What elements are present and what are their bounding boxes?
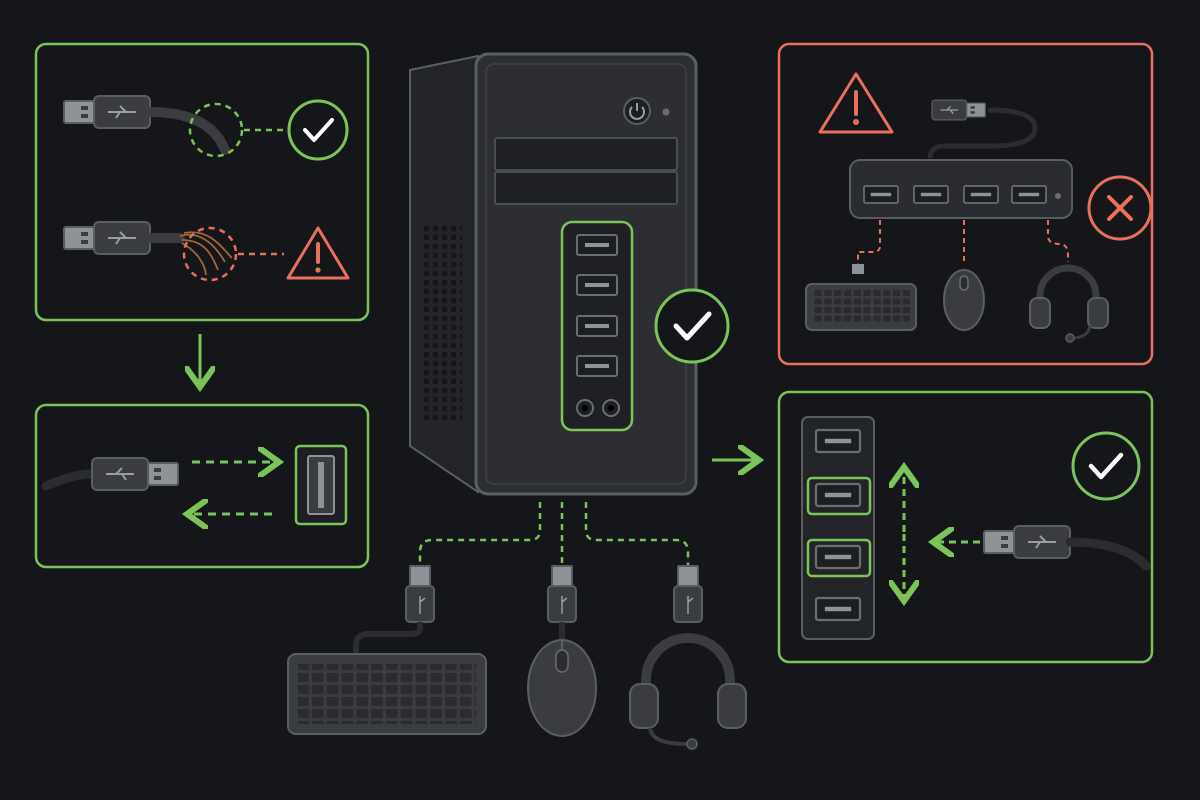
check-circle-icon [1071,431,1141,501]
usb-port[interactable] [576,355,618,377]
check-circle-icon [287,99,349,161]
plug-orientation-panel [34,403,370,569]
check-circle-icon [654,288,730,364]
intact-cable [63,95,288,158]
usb-hub [849,159,1073,219]
usb-socket [294,444,348,526]
usb-port[interactable] [814,544,862,570]
peripheral-connections [418,502,690,566]
power-icon[interactable] [623,97,651,125]
headset [629,565,747,750]
drive-bay [494,171,678,205]
usb-port[interactable] [576,234,618,256]
cable-condition-panel [34,42,370,322]
pc-tower [409,52,730,496]
warning-triangle-icon [286,226,350,280]
x-circle-icon [1087,175,1153,241]
power-led [662,108,670,116]
usb-port[interactable] [814,482,862,508]
drive-bay [494,137,678,171]
mouse [527,565,597,737]
usb-port[interactable] [814,596,862,622]
keyboard [287,565,487,735]
usb-port[interactable] [814,428,862,454]
unpowered-hub-panel [777,42,1154,366]
warning-triangle-icon [818,72,894,134]
side-vent [420,222,462,422]
usb-port[interactable] [576,315,618,337]
headset [1029,264,1109,343]
mouse [943,269,985,331]
front-port-panel [560,220,634,432]
keyboard [805,264,917,331]
alternate-port-panel [777,390,1154,664]
frayed-cable [63,221,284,282]
usb-port[interactable] [576,274,618,296]
